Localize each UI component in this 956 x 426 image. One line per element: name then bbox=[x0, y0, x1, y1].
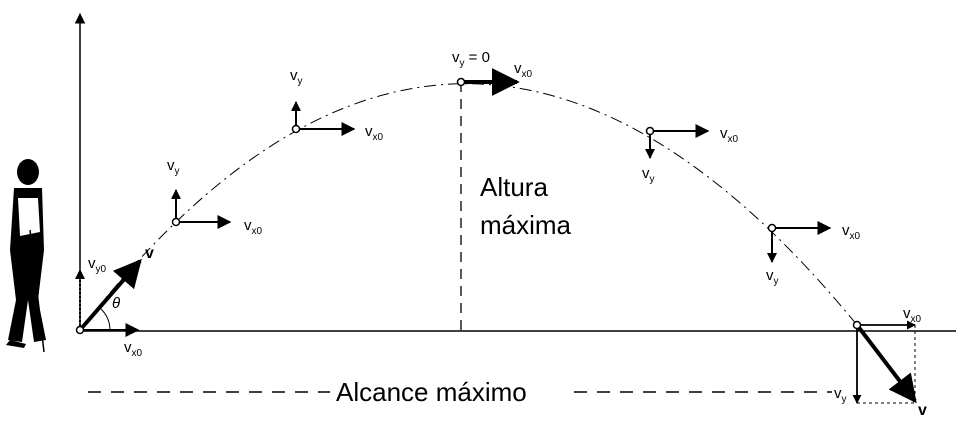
point-1-vy-label: vy bbox=[167, 157, 180, 177]
landing-v-label: v bbox=[918, 402, 927, 419]
point-3-vy-label: vy bbox=[642, 165, 655, 185]
trajectory-curve bbox=[79, 83, 858, 331]
point-4-vectors bbox=[767, 221, 832, 263]
point-3-vectors bbox=[645, 124, 710, 159]
point-2-vy-label: vy bbox=[290, 67, 303, 87]
apex-vectors bbox=[456, 68, 520, 96]
apex-vy-zero-label: vy = 0 bbox=[452, 49, 490, 69]
altura-label-line1: Altura bbox=[480, 172, 548, 202]
point-3-vx-label: vx0 bbox=[720, 125, 739, 145]
point-1-vx-label: vx0 bbox=[244, 217, 263, 237]
point-4-vx-label: vx0 bbox=[842, 222, 861, 242]
apex-vx-label: vx0 bbox=[514, 60, 533, 80]
alcance-label: Alcance máximo bbox=[336, 377, 527, 407]
theta-arc bbox=[100, 308, 111, 331]
point-4-vy-label: vy bbox=[766, 267, 779, 287]
golfer-figure bbox=[6, 159, 46, 353]
theta-label: θ bbox=[112, 295, 120, 312]
point-1-vectors bbox=[171, 189, 232, 229]
point-2-vx-label: vx0 bbox=[365, 123, 384, 143]
landing-vy-label: vy bbox=[834, 385, 847, 405]
landing-vectors bbox=[852, 320, 917, 404]
landing-vx-label: vx0 bbox=[903, 305, 922, 325]
point-2-vectors bbox=[291, 101, 356, 136]
vx0-launch-label: vx0 bbox=[124, 339, 143, 359]
v0-label: v bbox=[145, 245, 154, 262]
v0-vector bbox=[78, 258, 142, 332]
launch-point bbox=[75, 325, 85, 335]
vy0-launch-label: vy0 bbox=[88, 255, 107, 275]
altura-label-line2: máxima bbox=[480, 210, 572, 240]
